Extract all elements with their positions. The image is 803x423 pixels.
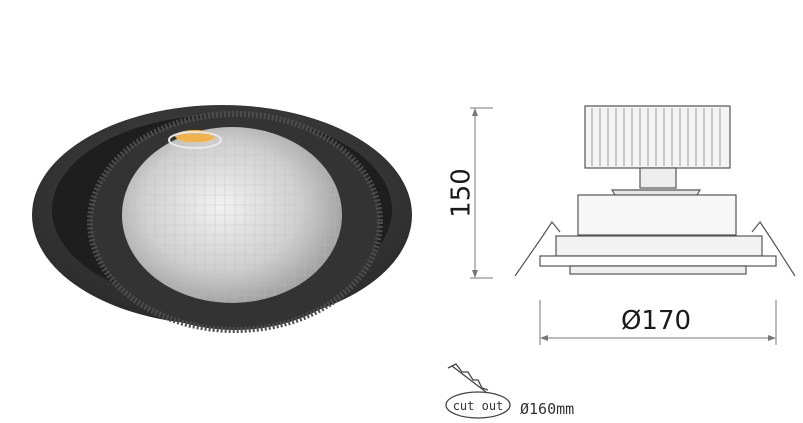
gimbal-knurl	[87, 111, 383, 333]
saw-icon	[445, 363, 511, 419]
heatsink-fins	[591, 108, 721, 166]
led-holder	[168, 131, 222, 149]
spring-clip-right	[751, 220, 796, 277]
spring-clip-left	[514, 220, 561, 277]
diameter-dimension: Ø170	[539, 300, 777, 345]
heatsink	[584, 105, 731, 169]
trim-flange	[539, 255, 777, 267]
side-elevation-drawing	[514, 105, 796, 277]
housing-frame	[577, 194, 737, 236]
height-label: 150	[447, 168, 477, 218]
downlight-photo	[32, 105, 412, 333]
diameter-label: Ø170	[621, 306, 691, 336]
saw-spine	[451, 365, 487, 393]
mounting-plate	[555, 235, 763, 257]
height-dimension: 150	[447, 107, 493, 279]
cutout-outline	[445, 391, 511, 419]
cutout-icon-text: cut out	[453, 399, 504, 413]
saw-blade	[447, 363, 489, 391]
neck	[639, 167, 677, 189]
reflector-facets	[122, 127, 342, 303]
trim-lip	[569, 265, 747, 275]
cutout-value-label: Ø160mm	[520, 400, 574, 418]
